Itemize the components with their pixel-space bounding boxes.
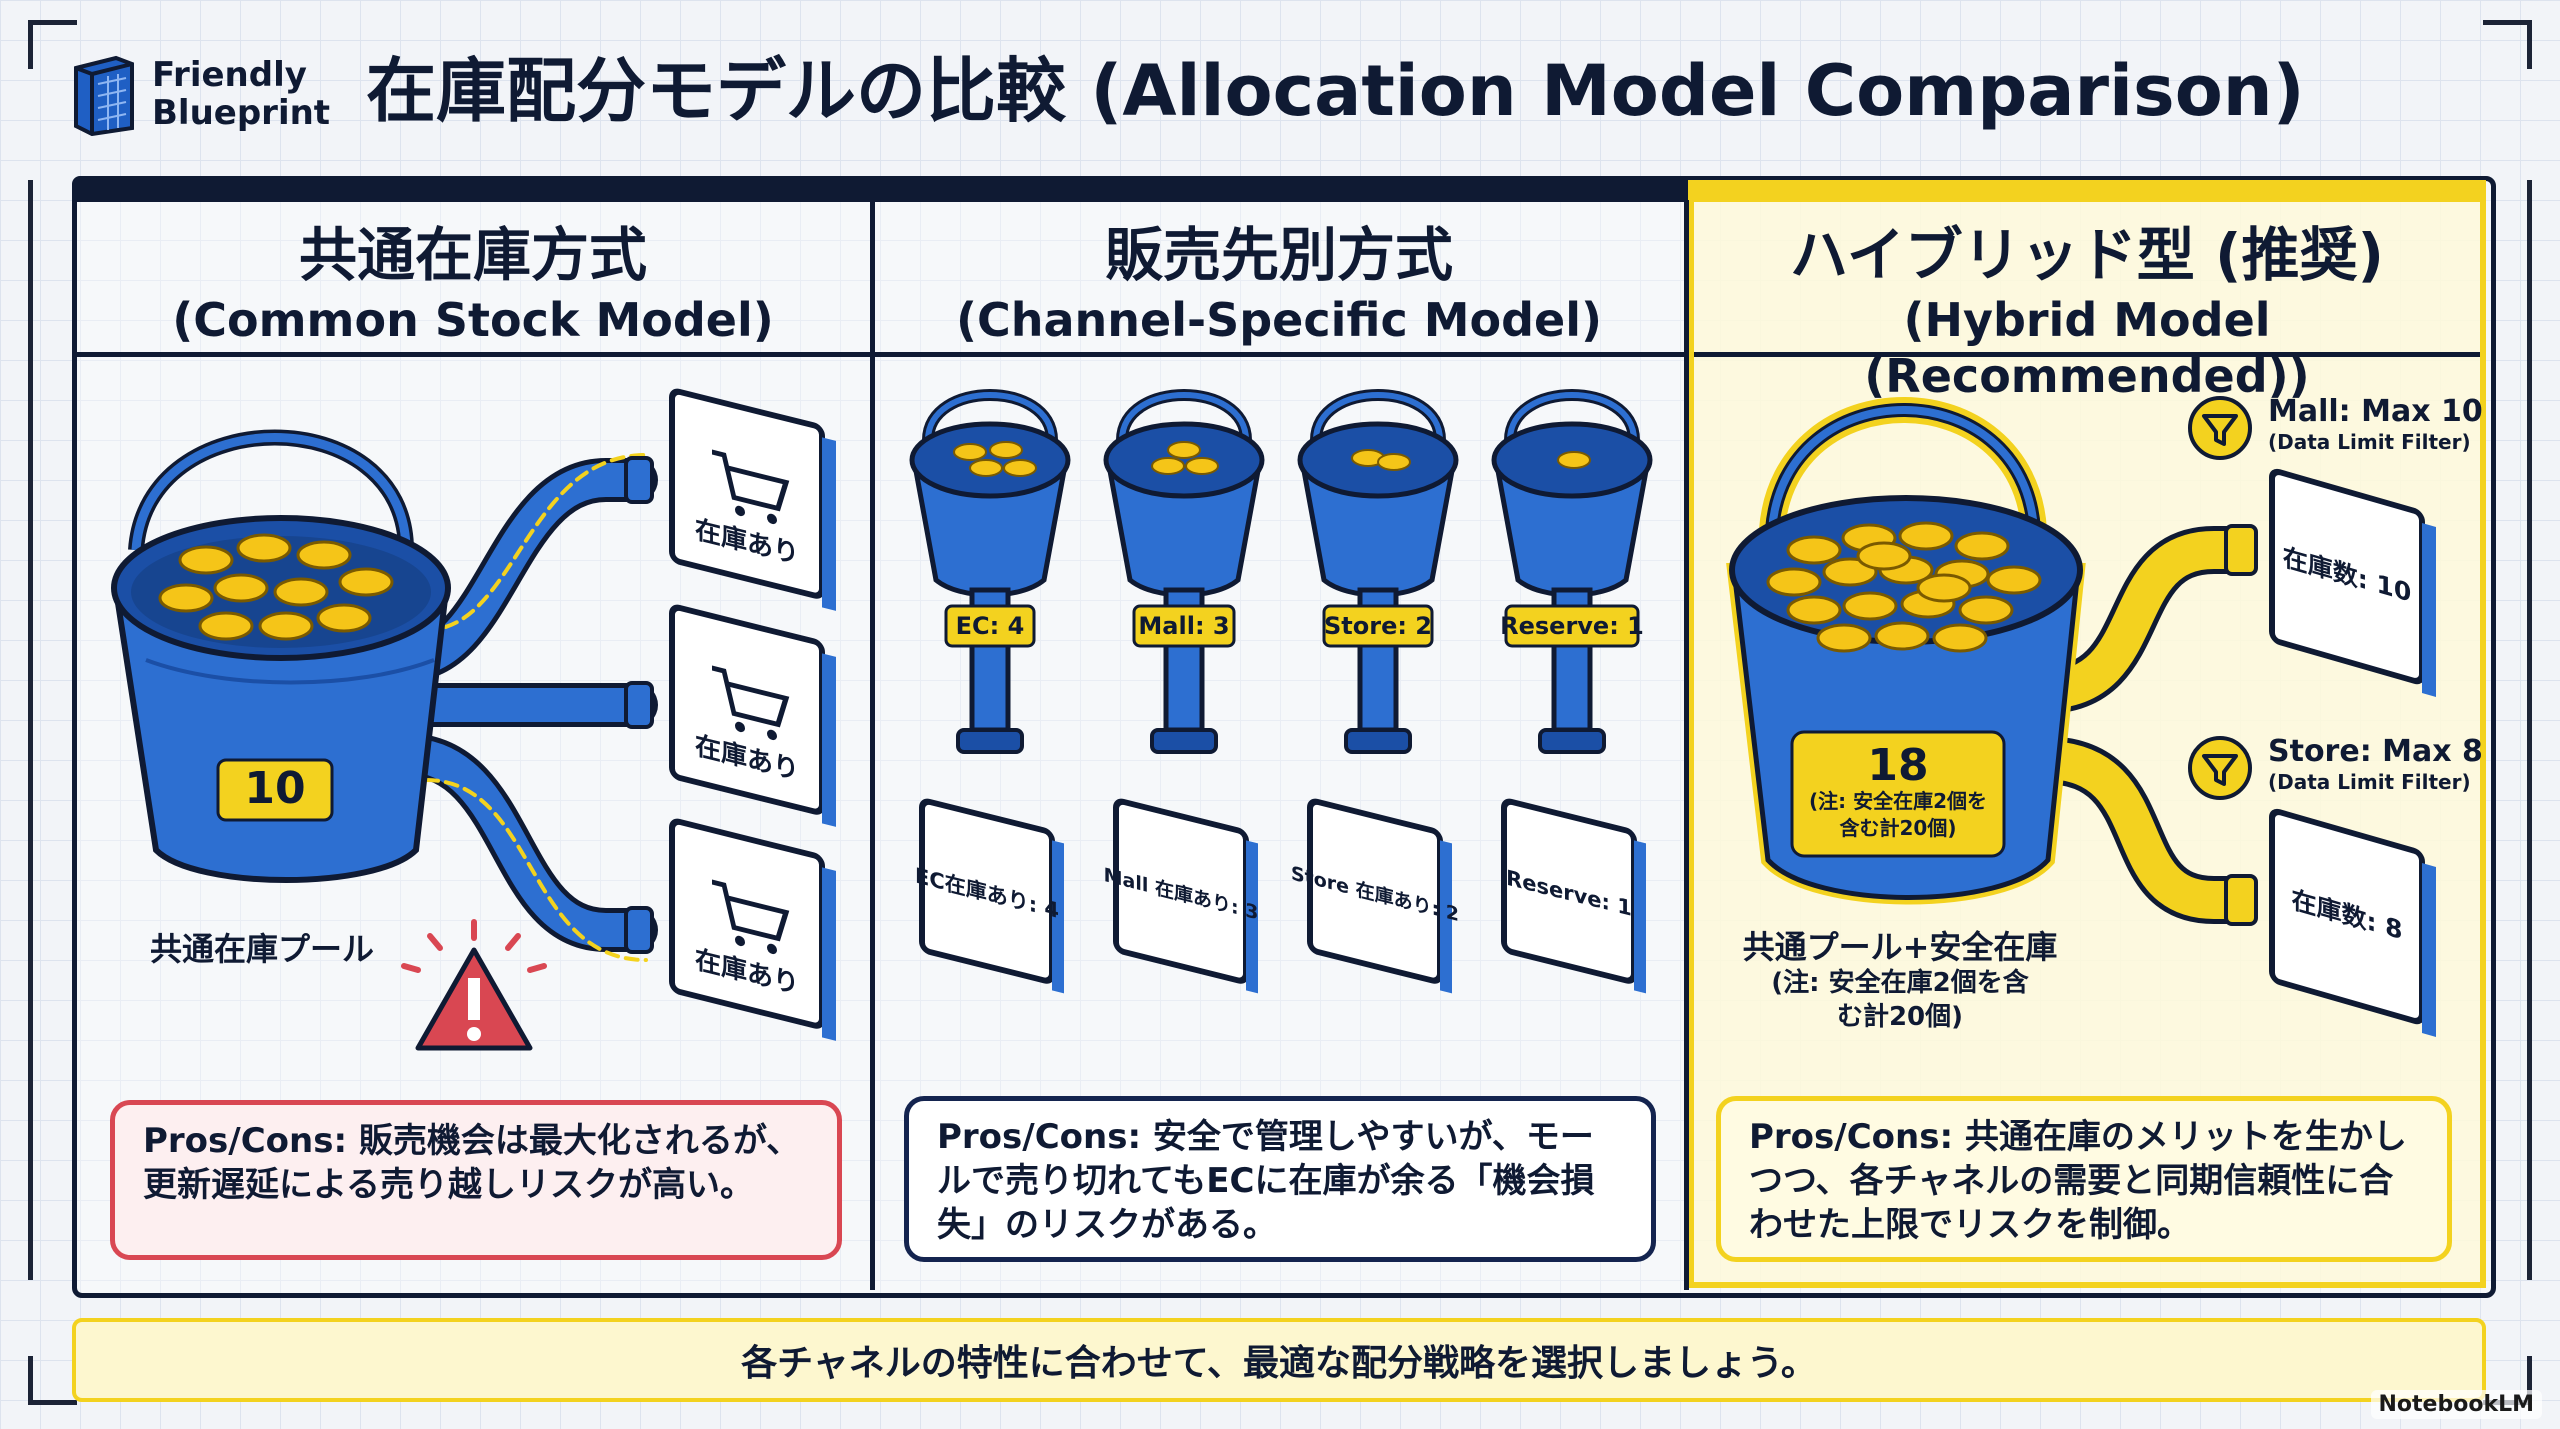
hybrid-pros-cons: Pros/Cons: 共通在庫のメリットを生かしつつ、各チャネルの需要と同期信頼… bbox=[1716, 1096, 2452, 1262]
mall-filter-subtitle: (Data Limit Filter) bbox=[2268, 430, 2471, 454]
common-pool-label: 共通在庫プール bbox=[150, 930, 375, 968]
store-screen: Store 在庫あり: 2 bbox=[1291, 798, 1459, 994]
pipe-end-cap-mall bbox=[2224, 524, 2258, 576]
frame-corner-bottom-left bbox=[28, 1356, 77, 1405]
mall-limit-screen: 在庫数: 10 bbox=[2269, 468, 2436, 698]
coins bbox=[1766, 521, 2042, 653]
page-title: 在庫配分モデルの比較 (Allocation Model Comparison) bbox=[366, 50, 2305, 132]
store-filter-title: Store: Max 8 bbox=[2268, 734, 2483, 769]
pipe-end-cap-store bbox=[2224, 874, 2258, 926]
mall-filter-title: Mall: Max 10 bbox=[2268, 394, 2483, 429]
mall-screen: Mall 在庫あり: 3 bbox=[1104, 798, 1258, 994]
common-pool-value: 10 bbox=[244, 763, 305, 814]
channel-title-jp: 販売先別方式 bbox=[1104, 221, 1453, 289]
hybrid-pool-value: 18 bbox=[1867, 740, 1928, 791]
blueprint-document-icon bbox=[70, 54, 138, 137]
channel-pros-cons: Pros/Cons: 安全で管理しやすいが、モールで売り切れてもECに在庫が余る… bbox=[904, 1096, 1656, 1262]
channel-buckets-illustration: EC: 4 Mall: 3 Store: 2 Reserve: 1 bbox=[909, 389, 1653, 994]
common-title-jp: 共通在庫方式 bbox=[298, 221, 647, 289]
common-pipes bbox=[384, 453, 658, 962]
frame-top-bar bbox=[72, 176, 1692, 202]
hybrid-pool-label: 共通プール+安全在庫 bbox=[1742, 928, 2058, 966]
column-divider-2 bbox=[1684, 200, 1689, 1290]
logo-text: Friendly Blueprint bbox=[152, 56, 330, 132]
hybrid-pipes bbox=[2020, 526, 2258, 924]
column-header-common: 共通在庫方式 (Common Stock Model) bbox=[80, 218, 866, 348]
logo-line-2: Blueprint bbox=[152, 93, 331, 133]
hybrid-pool-note: (注: 安全在庫2個を含む計20個) bbox=[1808, 789, 1988, 840]
store-filter-label: Store: Max 8 (Data Limit Filter) bbox=[2268, 734, 2483, 794]
column-header-channel: 販売先別方式 (Channel-Specific Model) bbox=[876, 218, 1682, 348]
footer-banner: 各チャネルの特性に合わせて、最適な配分戦略を選択しましょう。 bbox=[72, 1318, 2486, 1402]
store-filter-subtitle: (Data Limit Filter) bbox=[2268, 770, 2471, 794]
column-divider-1 bbox=[870, 200, 875, 1290]
frame-corner-top-right bbox=[2483, 20, 2532, 69]
header-divider bbox=[76, 352, 1688, 357]
column-header-hybrid: ハイブリッド型 (推奨) (Hybrid Model (Recommended)… bbox=[1694, 218, 2480, 404]
channel-bucket-store: Store: 2 bbox=[1297, 389, 1459, 754]
reserve-bucket-label: Reserve: 1 bbox=[1500, 612, 1644, 640]
pipe-end-caps bbox=[624, 456, 654, 954]
channel-bucket-ec: EC: 4 bbox=[909, 389, 1071, 754]
channel-title-en: (Channel-Specific Model) bbox=[955, 293, 1603, 347]
hybrid-value-badge bbox=[1790, 730, 2006, 858]
right-rule bbox=[2527, 180, 2532, 1280]
ec-bucket-label: EC: 4 bbox=[956, 612, 1025, 640]
store-screen-1: 在庫あり bbox=[669, 388, 836, 611]
common-title-en: (Common Stock Model) bbox=[172, 293, 774, 347]
common-pros-cons: Pros/Cons: 販売機会は最大化されるが、更新遅延による売り越しリスクが高… bbox=[110, 1100, 842, 1260]
logo-line-1: Friendly bbox=[152, 55, 307, 95]
funnel-filter-icon bbox=[2188, 736, 2252, 800]
notebooklm-watermark: NotebookLM bbox=[2370, 1390, 2542, 1419]
store-screen-2: 在庫あり bbox=[669, 604, 836, 827]
hybrid-title-jp: ハイブリッド型 (推奨) bbox=[1789, 221, 2385, 289]
hybrid-title-en: (Hybrid Model (Recommended)) bbox=[1864, 293, 2310, 403]
common-stock-illustration: 10 在庫あり 在庫あり 在庫あり bbox=[111, 388, 836, 1051]
frame-corner-top-left bbox=[28, 20, 77, 69]
store-limit-screen: 在庫数: 8 bbox=[2269, 808, 2436, 1038]
store-screen-3: 在庫あり bbox=[669, 818, 836, 1041]
mall-filter-label: Mall: Max 10 (Data Limit Filter) bbox=[2268, 394, 2483, 454]
channel-bucket-mall: Mall: 3 bbox=[1103, 389, 1265, 754]
channel-bucket-reserve: Reserve: 1 bbox=[1491, 389, 1653, 754]
mall-bucket-label: Mall: 3 bbox=[1138, 612, 1229, 640]
hybrid-pool-label-note: (注: 安全在庫2個を含む計20個) bbox=[1771, 968, 2029, 1032]
store-bucket-label: Store: 2 bbox=[1324, 612, 1432, 640]
coins bbox=[158, 533, 394, 641]
reserve-screen: Reserve: 1 bbox=[1501, 798, 1646, 994]
warning-triangle-icon bbox=[401, 919, 547, 1051]
hybrid-illustration: 18 (注: 安全在庫2個を含む計20個) 在庫数: 10 在庫数: 8 bbox=[1726, 396, 2436, 1038]
pool-value-badge bbox=[216, 758, 334, 822]
left-rule bbox=[28, 180, 33, 1280]
footer-text: 各チャネルの特性に合わせて、最適な配分戦略を選択しましょう。 bbox=[741, 1343, 1817, 1384]
hybrid-top-bar bbox=[1688, 180, 2486, 202]
ec-screen: EC在庫あり: 4 bbox=[915, 798, 1064, 994]
funnel-filter-icon bbox=[2188, 396, 2252, 460]
hybrid-header-divider bbox=[1694, 352, 2480, 357]
